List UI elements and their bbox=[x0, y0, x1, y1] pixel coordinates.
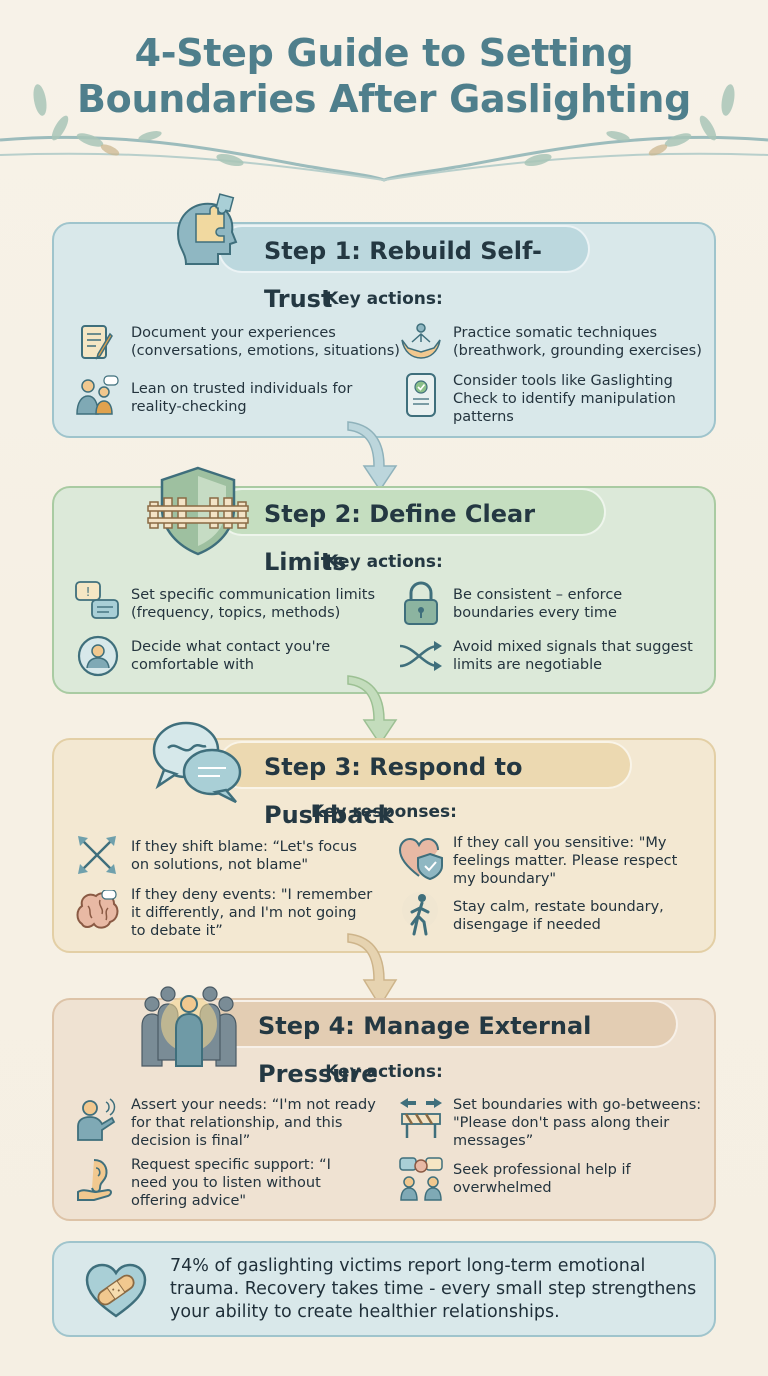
footer-statistic: 74% of gaslighting victims report long-t… bbox=[170, 1256, 697, 1322]
journal-pen-icon bbox=[81, 325, 113, 360]
padlock-icon bbox=[404, 581, 438, 625]
footer-card bbox=[52, 1241, 716, 1337]
crowd-people-icon bbox=[141, 986, 237, 1067]
ear-hand-icon bbox=[77, 1159, 112, 1201]
support-people-icon bbox=[76, 375, 119, 415]
phone-checklist-icon bbox=[406, 373, 436, 417]
vine-decoration bbox=[0, 84, 768, 182]
person-circle-icon bbox=[77, 635, 119, 677]
step-1-item-2: Practice somatic techniques(breathwork, … bbox=[453, 325, 702, 359]
arrow-down-icon bbox=[347, 675, 398, 746]
title-line-2: Boundaries After Gaslighting bbox=[76, 77, 692, 121]
svg-text:!: ! bbox=[86, 585, 91, 599]
scatter-arrows-icon bbox=[78, 836, 116, 874]
step-3-item-4: Stay calm, restate boundary,disengage if… bbox=[453, 899, 664, 933]
step-2-key-label: Key actions: bbox=[325, 552, 443, 572]
puzzle-head-icon bbox=[176, 193, 238, 265]
brain-icon bbox=[76, 890, 119, 929]
speaking-person-icon bbox=[77, 1098, 116, 1141]
crossed-arrows-icon bbox=[399, 641, 442, 671]
step-3-title: Step 3: Respond to Pushback bbox=[218, 741, 632, 829]
speech-bubbles-icon bbox=[152, 721, 242, 804]
step-3-key-label: Key responses: bbox=[311, 802, 457, 822]
step-1-title: Step 1: Rebuild Self-Trust bbox=[218, 225, 590, 313]
shield-fence-icon bbox=[147, 466, 249, 556]
meditation-hands-icon bbox=[401, 323, 441, 359]
step-4-item-2: Set boundaries with go-betweens:"Please … bbox=[453, 1097, 702, 1149]
arrow-down-icon bbox=[347, 421, 398, 492]
title-line-1: 4-Step Guide to Setting bbox=[134, 31, 634, 75]
counseling-icon bbox=[399, 1157, 443, 1201]
walking-person-icon bbox=[402, 892, 438, 936]
step-4-key-label: Key actions: bbox=[325, 1062, 443, 1082]
step-1-key-label: Key actions: bbox=[325, 289, 443, 309]
chat-bubbles-icon: ! bbox=[75, 581, 119, 619]
step-1-item-1: Document your experiences(conversations,… bbox=[131, 325, 400, 359]
page-title: 4-Step Guide to Setting Boundaries After… bbox=[0, 30, 768, 122]
step-4-title: Step 4: Manage External Pressure bbox=[212, 1000, 678, 1088]
barrier-arrows-icon bbox=[400, 1098, 442, 1138]
step-2-item-1: Set specific communication limits(freque… bbox=[131, 587, 376, 621]
step-2-title: Step 2: Define Clear Limits bbox=[218, 488, 606, 576]
bandaged-heart-icon bbox=[85, 1263, 147, 1318]
heart-shield-icon bbox=[398, 837, 443, 880]
